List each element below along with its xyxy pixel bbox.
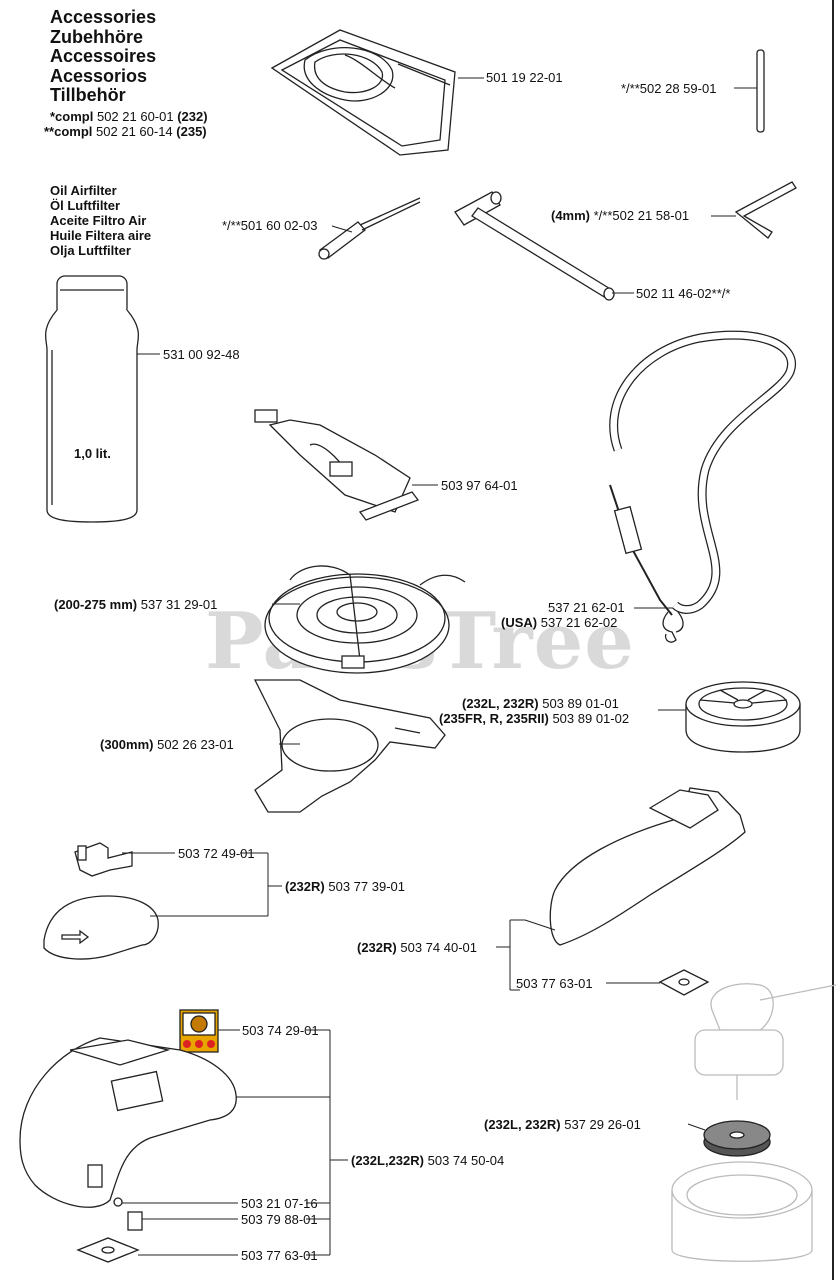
part-503-97-64-01: 503 97 64-01 xyxy=(441,478,518,493)
part-503-77-63-01-top: 503 77 63-01 xyxy=(516,976,593,991)
part-503-74-40-01: (232R) 503 74 40-01 xyxy=(357,940,477,955)
guard-bracket-drawing xyxy=(253,679,446,813)
part-502-26-23-01: (300mm) 502 26 23-01 xyxy=(100,737,234,752)
small-guard-drawing xyxy=(43,895,159,960)
oil-bottle-drawing xyxy=(44,275,140,523)
part-503-21-07-16: 503 21 07-16 xyxy=(241,1196,318,1211)
part-537-29-26-01: (232L, 232R) 537 29 26-01 xyxy=(484,1117,641,1132)
part-502-28-59-01: */**502 28 59-01 xyxy=(621,81,717,96)
part-537-31-29-01: (200-275 mm) 537 31 29-01 xyxy=(54,597,218,612)
leader-lines xyxy=(122,77,757,1256)
label-sticker-drawing xyxy=(179,1009,219,1053)
small-bracket-drawing xyxy=(74,842,133,877)
part-503-89-01-02: (235FR, R, 235RII) 503 89 01-02 xyxy=(439,711,630,726)
part-503-74-29-01: 503 74 29-01 xyxy=(242,1023,319,1038)
washer-drawing xyxy=(703,1120,771,1157)
part-531-00-92-48: 531 00 92-48 xyxy=(163,347,240,362)
part-503-77-39-01: (232R) 503 77 39-01 xyxy=(285,879,405,894)
heading-sv: Tillbehör xyxy=(50,85,126,105)
heading-en: Accessories xyxy=(50,7,157,27)
screwdriver-drawing xyxy=(318,197,421,260)
part-501-19-22-01: 501 19 22-01 xyxy=(486,70,563,85)
heading-block: Accessories Zubehhöre Accessoires Acesso… xyxy=(50,7,157,106)
trimmer-assembly-drawing xyxy=(671,983,836,1262)
part-537-21-62-01: 537 21 62-01 xyxy=(548,600,625,615)
trimmer-head-drawing xyxy=(264,565,466,674)
harness-strap-drawing xyxy=(609,330,796,643)
t-wrench-drawing xyxy=(454,191,615,301)
big-shield-drawing xyxy=(549,787,746,946)
part-502-21-58-01: (4mm) */**502 21 58-01 xyxy=(551,208,690,223)
large-guard-drawing xyxy=(19,1037,237,1208)
heading-es: Acessorios xyxy=(50,65,148,86)
part-501-60-02-03: */**501 60 02-03 xyxy=(222,218,318,233)
spacer-drawing xyxy=(685,681,801,753)
grease-tube-drawing xyxy=(254,409,420,521)
heading-fr: Accessoires xyxy=(50,46,157,66)
part-503-79-88-01: 503 79 88-01 xyxy=(241,1212,318,1227)
hex-key-drawing xyxy=(734,181,797,239)
tool-bag-drawing xyxy=(270,29,456,156)
part-503-89-01-01: (232L, 232R) 503 89 01-01 xyxy=(462,696,619,711)
pin-drawing xyxy=(756,49,765,133)
part-503-74-50-04: (232L,232R) 503 74 50-04 xyxy=(351,1153,505,1168)
oil-airfilter-heading: Oil Airfilter Öl Luftfilter Aceite Filtr… xyxy=(50,183,152,258)
part-503-72-49-01: 503 72 49-01 xyxy=(178,846,255,861)
compl-kit-232: *compl 502 21 60-01 (232) xyxy=(50,109,208,124)
compl-kit-235: **compl 502 21 60-14 (235) xyxy=(44,124,207,139)
part-502-11-46-02: 502 11 46-02**/* xyxy=(636,286,731,301)
bolt-drawing xyxy=(76,1197,143,1263)
heading-de: Zubehhöre xyxy=(50,26,143,47)
part-503-77-63-01-bottom: 503 77 63-01 xyxy=(241,1248,318,1263)
part-537-21-62-02: (USA) 537 21 62-02 xyxy=(501,615,618,630)
bottle-volume-label: 1,0 lit. xyxy=(74,446,111,461)
square-plate-drawing xyxy=(658,969,710,996)
